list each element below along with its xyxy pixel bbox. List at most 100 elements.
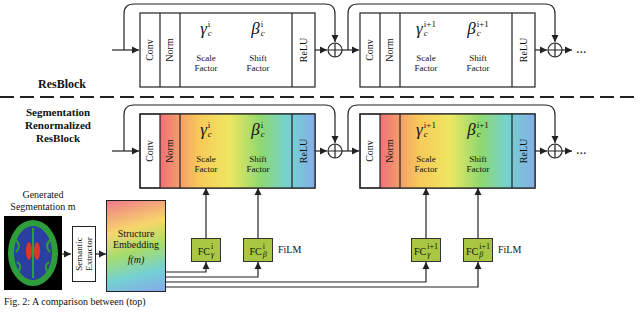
fc-label: FCi+1γ (414, 241, 438, 259)
factor-caption: Scale Factor (191, 154, 221, 174)
factor-caption: Scale Factor (191, 53, 221, 73)
shift-factor-cell: βi+1cShift Factor (452, 13, 504, 87)
layer-name: Norm (164, 139, 176, 162)
srresblock-outline (140, 114, 535, 188)
factor-symbol: βic (232, 120, 284, 140)
arrow (535, 49, 547, 50)
relu-cell: ReLU (292, 114, 315, 188)
conv-cell: Conv (140, 114, 160, 188)
superscript: i+1 (427, 243, 438, 251)
subscript: c (208, 29, 212, 38)
fc-box: FCi+1β (463, 238, 493, 262)
fc-box: FCi+1γ (411, 238, 441, 262)
block-outline (140, 114, 315, 188)
film-label: FiLM (278, 244, 318, 256)
layer-name: FC (414, 246, 426, 257)
superscript: i+1 (479, 243, 490, 251)
subscript: c (424, 130, 436, 139)
script-stack: i+1c (477, 121, 489, 139)
block-divider (160, 114, 292, 188)
sum-circle (328, 43, 342, 57)
sum-plus (548, 144, 562, 158)
layer-name: Norm (384, 139, 396, 162)
script-stack: ic (261, 121, 265, 139)
factor-symbol: βi+1c (452, 120, 504, 140)
sum-circle (328, 144, 342, 158)
arrow (562, 49, 572, 50)
factor-caption: Shift Factor (463, 53, 493, 73)
scale-factor-cell: γicScale Factor (180, 114, 232, 188)
figure-caption: Fig. 2: A comparison between (top) (4, 296, 146, 308)
subscript: c (261, 29, 265, 38)
semantic-extractor-box: Semantic Extractor (72, 226, 96, 282)
layer-name: FC (466, 246, 478, 257)
sum-plus (328, 144, 342, 158)
ventricle (34, 242, 40, 260)
continuation-dots: ... (576, 41, 616, 57)
arrow (62, 253, 71, 254)
fc-box: FCiγ (191, 238, 221, 262)
superscript: i+1 (424, 121, 436, 130)
input-arrow (112, 49, 139, 50)
layer-name: ReLU (298, 139, 310, 163)
section-label: Segmentation Renormalized ResBlock (8, 106, 108, 145)
subscript: γ (427, 251, 438, 259)
connector (425, 188, 426, 238)
gyri (16, 240, 50, 272)
factor-caption: Shift Factor (463, 154, 493, 174)
superscript: i (208, 121, 212, 130)
factor-caption: Shift Factor (243, 53, 273, 73)
input-arrow (112, 150, 139, 151)
box-text: Semantic Extractor (74, 228, 94, 280)
symbol: γ (416, 19, 423, 38)
block-divider (380, 13, 512, 87)
script-stack: iβ (263, 243, 267, 259)
block-divider (160, 13, 292, 87)
superscript: i (263, 243, 267, 251)
white-matter-region (14, 226, 52, 280)
script-stack: i+1β (479, 243, 490, 259)
norm-cell: Norm (380, 13, 400, 87)
shift-factor-cell: βicShift Factor (232, 13, 284, 87)
structure-embedding-box: Structure Embeddingf(m) (106, 200, 166, 292)
subscript: c (424, 29, 436, 38)
block-outline (360, 114, 535, 188)
subscript: c (477, 29, 489, 38)
block-divider (380, 114, 512, 188)
factor-caption: Shift Factor (243, 154, 273, 174)
script-stack: ic (208, 121, 212, 139)
norm-cell: Norm (160, 114, 180, 188)
layer-name: Conv (364, 140, 376, 162)
layer-name: ReLU (298, 38, 310, 62)
connector (205, 188, 206, 238)
relu-cell: ReLU (512, 13, 535, 87)
factor-symbol: γic (180, 19, 232, 39)
relu-cell: ReLU (292, 13, 315, 87)
superscript: i+1 (424, 20, 436, 29)
connector (477, 188, 478, 238)
subscript: c (261, 130, 265, 139)
subscript: γ (211, 251, 214, 259)
layer-name: Conv (144, 39, 156, 61)
connector (166, 262, 426, 282)
superscript: i (261, 20, 265, 29)
relu-cell: ReLU (512, 114, 535, 188)
connector (166, 262, 478, 287)
sum-plus (328, 43, 342, 57)
conv-cell: Conv (360, 114, 380, 188)
sum-plus (548, 43, 562, 57)
subscript: c (208, 130, 212, 139)
layer-name: FC (198, 246, 210, 257)
subscript: c (477, 130, 489, 139)
symbol: β (467, 19, 475, 38)
layer-name: Conv (364, 39, 376, 61)
layer-name: ReLU (518, 38, 530, 62)
symbol: γ (200, 19, 207, 38)
layer-name: FC (249, 246, 261, 257)
factor-symbol: γic (180, 120, 232, 140)
script-stack: ic (261, 20, 265, 38)
shift-factor-cell: βi+1cShift Factor (452, 114, 504, 188)
conv-cell: Conv (360, 13, 380, 87)
superscript: i+1 (477, 20, 489, 29)
midline (32, 228, 34, 278)
